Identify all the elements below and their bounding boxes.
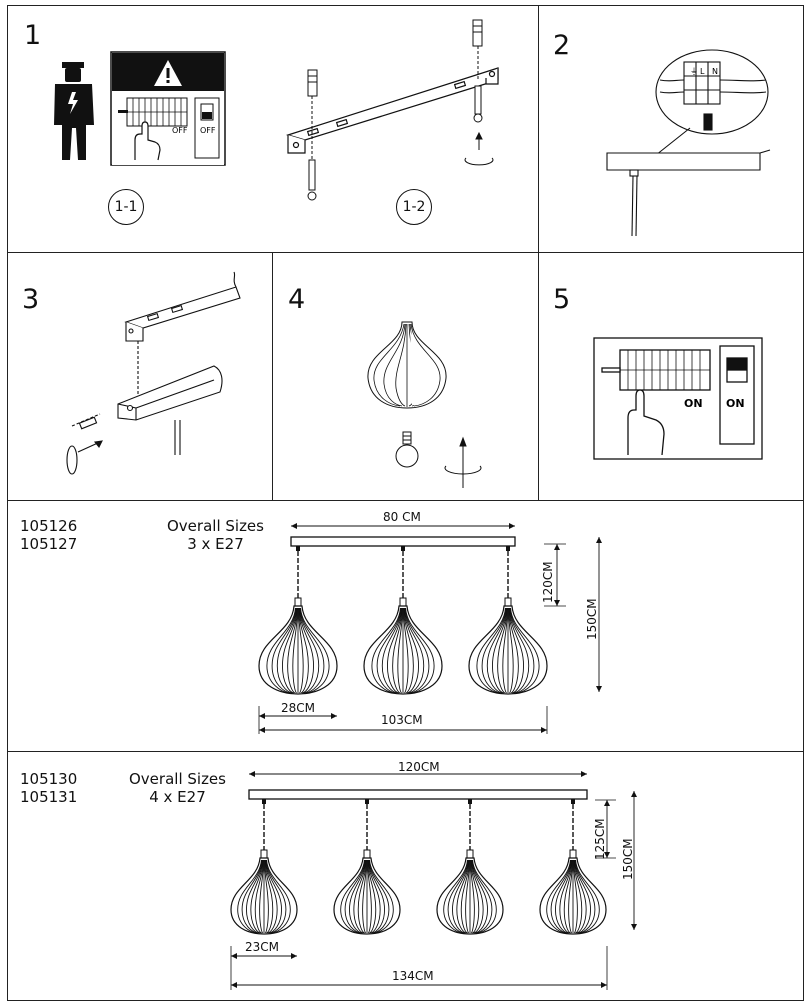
cable-grip bbox=[262, 799, 266, 804]
dim-total-3: 103CM bbox=[381, 713, 423, 727]
dim-line-total-3-arrowhead bbox=[541, 727, 547, 733]
dim-line-height-4-arrowhead bbox=[631, 924, 637, 930]
dim-line-width-4-arrowhead bbox=[249, 771, 255, 777]
dim-width-4: 120CM bbox=[398, 760, 440, 774]
step-number-5: 5 bbox=[553, 284, 571, 315]
overall-sizes-title: Overall Sizes bbox=[129, 770, 226, 788]
canopy-fixing-icon bbox=[66, 271, 241, 475]
dim-width-3: 80 CM bbox=[383, 510, 421, 524]
lamp-holder bbox=[260, 849, 268, 859]
pendant-shade-icon bbox=[363, 605, 443, 695]
terminal-label-l: L bbox=[700, 67, 705, 76]
dim-line-shade-3-arrowhead bbox=[331, 713, 337, 719]
pendant-shade-icon bbox=[468, 605, 548, 695]
step-number-3: 3 bbox=[22, 284, 40, 315]
pendant-shade-icon bbox=[258, 605, 338, 695]
lamp-holder bbox=[466, 849, 474, 859]
wiring-detail-icon bbox=[606, 49, 771, 237]
dim-line-height-3-arrowhead bbox=[596, 686, 602, 692]
overall-sizes-4-light: Overall Sizes 4 x E27 bbox=[129, 770, 226, 806]
cable-grip bbox=[401, 546, 405, 551]
model-codes-4-light: 105130 105131 bbox=[20, 770, 77, 806]
model-code: 105127 bbox=[20, 535, 78, 553]
overall-sizes-3-light: Overall Sizes 3 x E27 bbox=[167, 517, 264, 553]
dim-line-shade-4-arrowhead bbox=[231, 953, 237, 959]
dim-shade-3: 28CM bbox=[281, 701, 316, 715]
dim-line-shade-4-arrowhead bbox=[291, 953, 297, 959]
substep-1-1: 1-1 bbox=[108, 189, 144, 225]
dim-line-height-4-arrowhead bbox=[631, 791, 637, 797]
dim-line-width-4-arrowhead bbox=[581, 771, 587, 777]
model-code: 105126 bbox=[20, 517, 78, 535]
dim-line-drop-4-arrowhead bbox=[604, 852, 610, 858]
model-code: 105130 bbox=[20, 770, 78, 788]
bulb-count: 4 x E27 bbox=[149, 788, 206, 806]
bulb-count: 3 x E27 bbox=[187, 535, 244, 553]
dim-line-shade-3-arrowhead bbox=[259, 713, 265, 719]
pendant-shade-icon bbox=[436, 857, 504, 935]
pendant-shade-icon bbox=[230, 857, 298, 935]
terminal-label-earth: ⏚ bbox=[690, 67, 698, 76]
cable-grip bbox=[468, 799, 472, 804]
lamp-holder bbox=[569, 849, 577, 859]
substep-1-2: 1-2 bbox=[396, 189, 432, 225]
off-label-breaker: OFF bbox=[172, 126, 188, 135]
step-number-1: 1 bbox=[24, 20, 42, 51]
dim-line-width-3-arrowhead bbox=[509, 523, 515, 529]
dim-shade-4: 23CM bbox=[245, 940, 280, 954]
overall-sizes-title: Overall Sizes bbox=[167, 517, 264, 535]
dim-line-total-3-arrowhead bbox=[259, 727, 265, 733]
ceiling-bar bbox=[290, 536, 516, 547]
dim-line-total-4-arrowhead bbox=[601, 982, 607, 988]
step-number-4: 4 bbox=[288, 284, 306, 315]
cable-grip bbox=[571, 799, 575, 804]
dim-line-drop-4-arrowhead bbox=[604, 800, 610, 806]
panel-model-4-light bbox=[7, 751, 804, 1001]
lamp-holder bbox=[399, 597, 407, 607]
ceiling-bar bbox=[248, 789, 588, 800]
power-on-icon bbox=[593, 337, 763, 460]
lamp-holder bbox=[363, 849, 371, 859]
pendant-shade-icon bbox=[539, 857, 607, 935]
dim-line-height-3-arrowhead bbox=[596, 537, 602, 543]
mounting-bracket-icon bbox=[285, 67, 499, 154]
pendant-shade-icon bbox=[333, 857, 401, 935]
dim-line-total-4-arrowhead bbox=[231, 982, 237, 988]
on-label-breaker: ON bbox=[684, 397, 703, 410]
lamp-holder bbox=[294, 597, 302, 607]
cable-grip bbox=[365, 799, 369, 804]
dim-line-drop-3-arrowhead bbox=[554, 600, 560, 606]
cable-grip bbox=[506, 546, 510, 551]
dim-total-4: 134CM bbox=[392, 969, 434, 983]
off-label-switch: OFF bbox=[200, 126, 216, 135]
step-number-2: 2 bbox=[553, 30, 571, 61]
model-codes-3-light: 105126 105127 bbox=[20, 517, 77, 553]
terminal-label-n: N bbox=[712, 67, 718, 76]
on-label-switch: ON bbox=[726, 397, 745, 410]
lamp-holder bbox=[504, 597, 512, 607]
model-code: 105131 bbox=[20, 788, 78, 806]
dim-line-width-3-arrowhead bbox=[291, 523, 297, 529]
power-off-warning-icon bbox=[110, 51, 226, 166]
screw-icon bbox=[307, 46, 494, 201]
dim-line-drop-3-arrowhead bbox=[554, 544, 560, 550]
shade-and-bulb-icon bbox=[367, 321, 482, 488]
electrician-icon bbox=[54, 62, 94, 160]
cable-grip bbox=[296, 546, 300, 551]
